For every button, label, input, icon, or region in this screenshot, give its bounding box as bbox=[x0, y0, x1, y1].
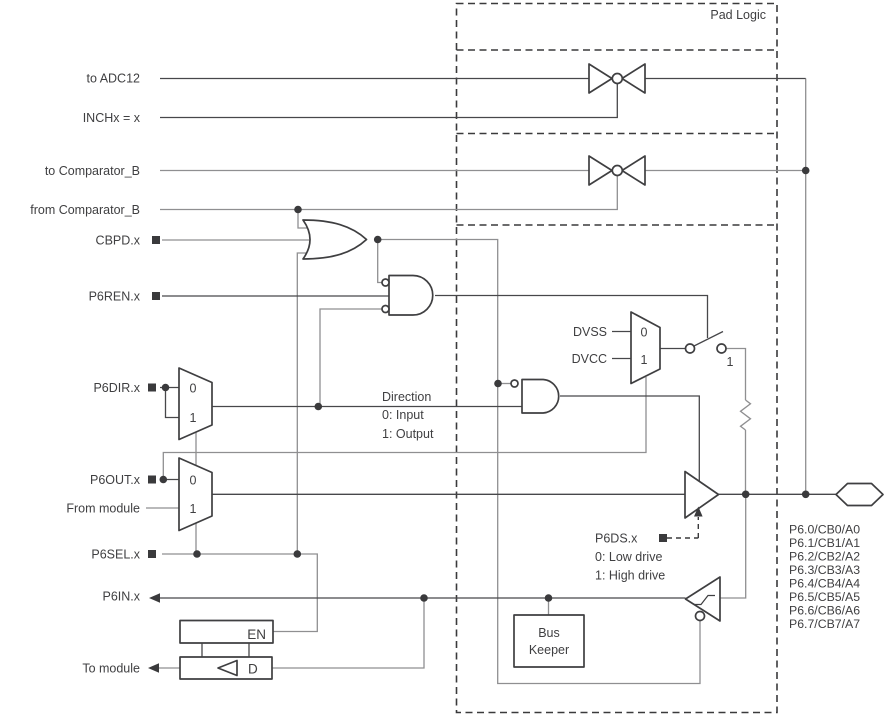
p6dir-terminal bbox=[148, 383, 156, 392]
pin-label: P6.1/CB1/A1 bbox=[789, 536, 860, 550]
mux-p6dir bbox=[178, 367, 213, 441]
pin-label: P6.7/CB7/A7 bbox=[789, 617, 860, 631]
cbpd-terminal bbox=[152, 236, 160, 244]
wire-p6sel-to-or bbox=[296, 252, 307, 554]
wire-or-to-nand-top bbox=[377, 239, 382, 284]
bus-keeper-line1: Bus bbox=[538, 626, 560, 640]
p6ds-control bbox=[659, 506, 703, 542]
direction-note-0: 0: Input bbox=[382, 408, 424, 422]
label-inchx: INCHx = x bbox=[83, 111, 141, 125]
mux-pull-0: 0 bbox=[641, 326, 648, 340]
hysteresis-icon bbox=[694, 594, 715, 606]
label-from-module: From module bbox=[66, 502, 140, 516]
p6ren-terminal bbox=[152, 292, 160, 300]
label-dvcc: DVCC bbox=[572, 352, 607, 366]
label-to-module: To module bbox=[82, 662, 140, 676]
output-buffer bbox=[684, 470, 720, 519]
label-p6in: P6IN.x bbox=[102, 590, 140, 604]
p6ds-arrowhead bbox=[694, 506, 703, 517]
wire-or-output-to-schmitt-enable bbox=[377, 238, 701, 685]
latch-en-d-connectors bbox=[201, 643, 250, 657]
mux-pull-direction bbox=[630, 311, 661, 385]
p6in-arrowhead bbox=[149, 593, 160, 603]
register-terminals bbox=[148, 236, 160, 558]
nand-gate-pull-enable bbox=[381, 274, 434, 316]
pin-label: P6.3/CB3/A3 bbox=[789, 563, 860, 577]
pad-hexagon bbox=[835, 482, 884, 507]
p6ds-note-title: P6DS.x bbox=[595, 532, 638, 546]
transmission-gate-adc bbox=[588, 63, 646, 94]
schmitt-enable-bubble bbox=[694, 610, 706, 622]
wire-inchx bbox=[160, 83, 618, 119]
mux-p6out bbox=[178, 457, 213, 532]
latch-en-label: EN bbox=[247, 627, 266, 642]
latch-d-label: D bbox=[248, 662, 258, 677]
wire-pad-to-schmitt-input bbox=[720, 494, 747, 599]
mux-p6dir-1: 1 bbox=[190, 411, 197, 425]
label-p6dir: P6DIR.x bbox=[93, 381, 140, 395]
transmission-gate-comparator bbox=[588, 155, 646, 186]
pad-logic-box bbox=[455, 2, 778, 714]
label-cbpd: CBPD.x bbox=[96, 234, 141, 248]
pin-label: P6.6/CB6/A6 bbox=[789, 604, 860, 618]
label-p6out: P6OUT.x bbox=[90, 473, 141, 487]
wire-p6out-to-pullmux-select bbox=[162, 377, 647, 480]
pin-label: P6.0/CB0/A0 bbox=[789, 523, 860, 537]
p6sel-terminal bbox=[148, 550, 156, 558]
direction-note-1: 1: Output bbox=[382, 427, 434, 441]
mux-p6out-0: 0 bbox=[190, 474, 197, 488]
latch-en-box bbox=[179, 619, 274, 644]
labels: Pad Logic to ADC12 INCHx = x to Comparat… bbox=[30, 8, 860, 677]
wire-d-input bbox=[272, 598, 425, 669]
wire-p6dir bbox=[160, 386, 179, 419]
switch-position-label: 1 bbox=[727, 355, 734, 369]
bus-keeper-line2: Keeper bbox=[529, 643, 569, 657]
pin-label: P6.5/CB5/A5 bbox=[789, 590, 860, 604]
or-gate bbox=[302, 219, 368, 260]
label-to-comparator: to Comparator_B bbox=[45, 164, 140, 178]
mux-p6out-1: 1 bbox=[190, 502, 197, 516]
and-gate-direction bbox=[510, 378, 560, 414]
wire-direction-to-nand-bottom bbox=[319, 308, 382, 407]
wire-p6sel-to-en bbox=[162, 553, 318, 633]
wire-fromcomp-to-or bbox=[297, 209, 307, 229]
switch-lever bbox=[693, 330, 724, 347]
mux-pull-1: 1 bbox=[641, 353, 648, 367]
p6out-terminal bbox=[148, 475, 156, 484]
latch-d-box bbox=[179, 656, 273, 680]
pin-label: P6.4/CB4/A4 bbox=[789, 577, 860, 591]
wire-and2-to-buffer-enable bbox=[560, 395, 700, 481]
mux-p6dir-0: 0 bbox=[190, 382, 197, 396]
bus-keeper-box bbox=[513, 614, 585, 668]
arrowheads bbox=[148, 593, 160, 673]
pin-label: P6.2/CB2/A2 bbox=[789, 550, 860, 564]
p6ds-note-0: 0: Low drive bbox=[595, 550, 662, 564]
label-from-comparator: from Comparator_B bbox=[30, 203, 140, 217]
clock-triangle-icon bbox=[217, 659, 238, 677]
p6ds-terminal bbox=[659, 534, 667, 542]
label-p6ren: P6REN.x bbox=[89, 290, 141, 304]
wire-from-comparator bbox=[160, 175, 618, 211]
label-to-adc12: to ADC12 bbox=[86, 72, 140, 86]
pad-logic-title: Pad Logic bbox=[710, 8, 766, 22]
label-p6sel: P6SEL.x bbox=[91, 548, 140, 562]
pin-list: P6.0/CB0/A0 P6.1/CB1/A1 P6.2/CB2/A2 P6.3… bbox=[789, 523, 860, 632]
junction-dots bbox=[159, 166, 810, 602]
gray-wires bbox=[146, 78, 807, 685]
label-dvss: DVSS bbox=[573, 325, 607, 339]
wire-nand-to-switch bbox=[435, 294, 709, 338]
pull-switch bbox=[684, 343, 727, 354]
schmitt-trigger bbox=[684, 576, 721, 622]
dark-wires bbox=[158, 77, 836, 657]
to-module-arrowhead bbox=[148, 663, 159, 673]
direction-note-title: Direction bbox=[382, 390, 431, 404]
resistor bbox=[739, 399, 752, 431]
p6ds-note-1: 1: High drive bbox=[595, 569, 665, 583]
wire-switch-to-resistor bbox=[726, 347, 747, 400]
